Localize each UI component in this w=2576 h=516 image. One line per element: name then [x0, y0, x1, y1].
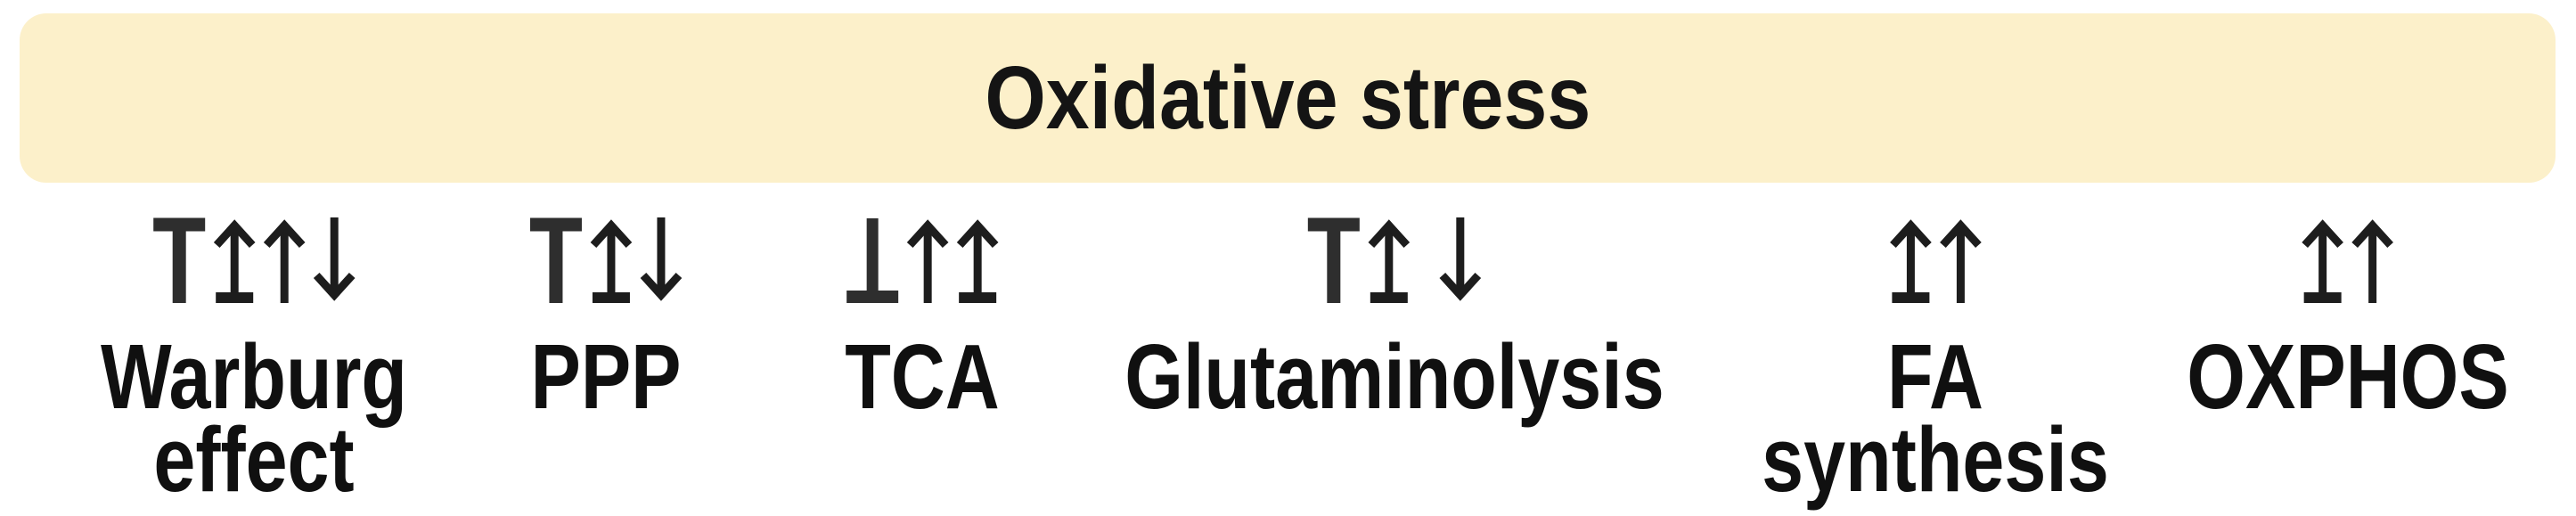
up-arrow-icon: [263, 219, 306, 303]
pathway-label: TCA: [845, 325, 1000, 428]
pathway-label-line: PPP: [530, 325, 682, 428]
pathway-label: Glutaminolysis: [1124, 325, 1664, 428]
pathway-ppp: PPP: [514, 216, 698, 428]
pathway-label-line: OXPHOS: [2187, 325, 2509, 428]
up-arrow-from-bar-icon: [590, 219, 633, 303]
down-arrow-icon: [313, 217, 356, 301]
pathway-label-line: TCA: [845, 325, 1000, 428]
pathway-symbols: [527, 216, 684, 305]
pathway-label-line: synthesis: [1762, 408, 2109, 511]
pathway-label-line: Glutaminolysis: [1124, 325, 1664, 428]
pathway-tca: TCA: [828, 216, 1017, 428]
pathway-label-line: Warburg: [100, 325, 408, 428]
down-arrow-icon: [1439, 217, 1482, 301]
pathway-label: OXPHOS: [2187, 325, 2509, 428]
pathway-symbols: [1305, 216, 1484, 305]
inhibit-tack-icon: [152, 217, 205, 303]
pathway-oxphos: OXPHOS: [2152, 216, 2545, 428]
inhibit-tack-icon: [529, 217, 582, 303]
up-arrow-icon: [906, 219, 949, 303]
oxidative-stress-banner: Oxidative stress: [20, 13, 2556, 183]
up-arrow-from-bar-icon: [2302, 219, 2344, 303]
pathway-symbols: [844, 216, 1001, 305]
pathway-label: PPP: [530, 325, 682, 428]
up-arrow-icon: [1939, 219, 1982, 303]
up-arrow-from-bar-icon: [1889, 219, 1932, 303]
pathway-symbols: [151, 216, 357, 305]
down-arrow-icon: [640, 217, 683, 301]
pathway-symbols: [2300, 216, 2396, 305]
up-arrow-from-bar-icon: [1368, 219, 1411, 303]
pathway-label-line: FA: [1887, 325, 1983, 428]
up-arrow-icon: [2351, 219, 2394, 303]
up-arrow-from-bar-icon: [956, 219, 999, 303]
banner-title: Oxidative stress: [985, 47, 1591, 148]
up-arrow-from-bar-icon: [213, 219, 256, 303]
inhibit-tack-icon: [1307, 217, 1360, 303]
pathway-label-line: effect: [153, 408, 355, 511]
pathway-symbols: [1887, 216, 1983, 305]
up-tack-icon: [846, 218, 898, 303]
pathway-glutaminolysis: Glutaminolysis: [1066, 216, 1723, 428]
